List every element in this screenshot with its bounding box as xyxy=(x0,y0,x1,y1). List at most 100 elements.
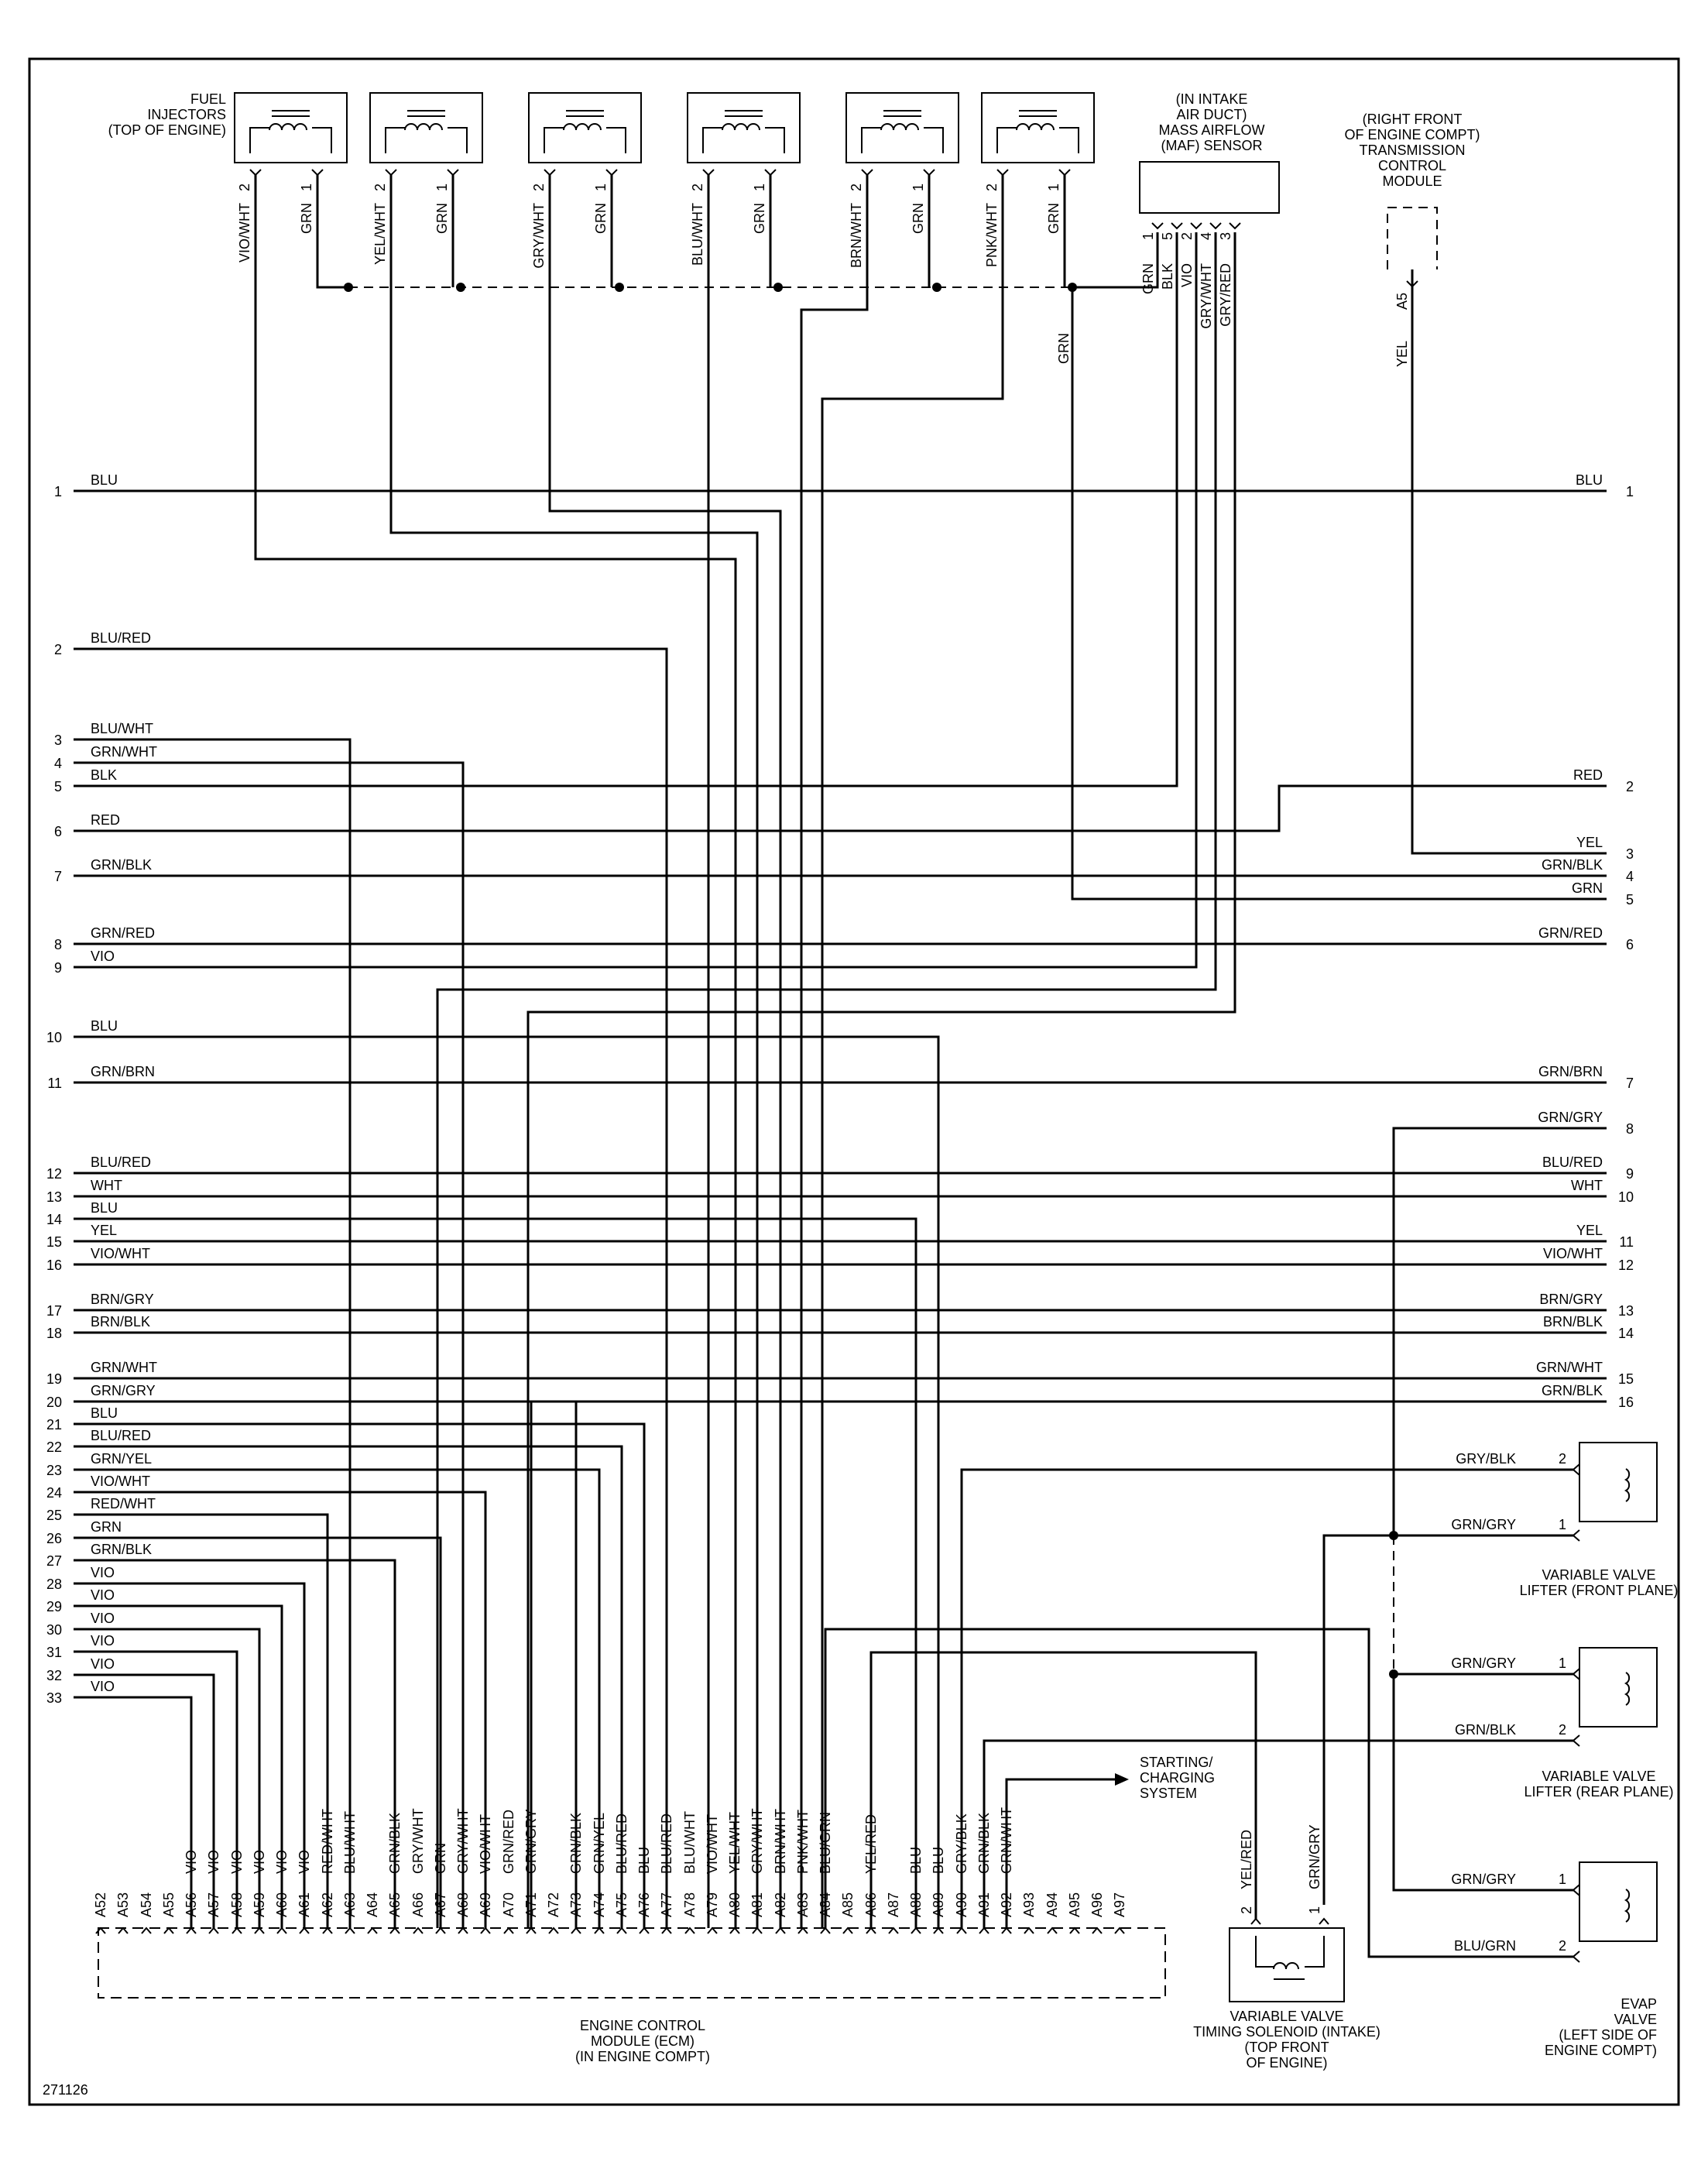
ecm-pin-number: A64 xyxy=(365,1892,380,1917)
splice-dot xyxy=(932,283,941,292)
left-row-number: 23 xyxy=(46,1463,62,1478)
left-row-wire-label: VIO xyxy=(91,1611,115,1626)
terminal xyxy=(254,1927,265,1934)
maf-sensor-label: MASS AIRFLOW xyxy=(1158,122,1264,138)
terminal xyxy=(1001,1927,1012,1934)
injector-pin-number: 2 xyxy=(237,184,252,191)
left-row-number: 16 xyxy=(46,1257,62,1273)
splice-dot xyxy=(773,283,783,292)
injector-wire-label: GRN xyxy=(299,203,314,234)
ecm-pin-number: A67 xyxy=(433,1892,448,1917)
terminal xyxy=(1572,1734,1580,1747)
left-row-number: 10 xyxy=(46,1030,62,1045)
terminal xyxy=(956,1927,967,1934)
component-shapes xyxy=(98,161,1438,1999)
splice-dot xyxy=(1389,1531,1398,1540)
injector-pin-number: 2 xyxy=(372,184,388,191)
right-row-number: 9 xyxy=(1626,1166,1634,1182)
terminal xyxy=(458,1927,468,1934)
maf-blk-wire xyxy=(74,232,1178,787)
grn-wire xyxy=(1072,232,1159,289)
ecm-wire-label: GRY/WHT xyxy=(749,1808,765,1874)
maf-wire-label: VIO xyxy=(1179,263,1195,287)
terminal xyxy=(764,169,777,177)
vvl-front-gry-blk-wire xyxy=(960,1468,1573,1928)
terminal xyxy=(911,1927,921,1934)
tcm-wire-label: YEL xyxy=(1394,341,1410,367)
ecm-pin-number: A73 xyxy=(568,1892,584,1917)
left-row-number: 21 xyxy=(46,1417,62,1432)
ecm-pin-number: A54 xyxy=(139,1892,154,1917)
ecm-pin-number: A62 xyxy=(320,1892,335,1917)
terminal xyxy=(702,169,715,177)
terminal xyxy=(232,1927,242,1934)
ecm-pin-number: A93 xyxy=(1021,1892,1037,1917)
injector-lead xyxy=(702,127,722,153)
terminal xyxy=(1058,169,1071,177)
right-row-wire-label: BLU/RED xyxy=(1542,1155,1603,1170)
ecm-pin-number: A91 xyxy=(976,1892,992,1917)
terminal xyxy=(605,169,618,177)
splice-dot xyxy=(456,283,465,292)
coil-symbol xyxy=(269,123,307,131)
injector-wire-label: BRN/WHT xyxy=(849,203,864,268)
left-row-number: 20 xyxy=(46,1395,62,1410)
injector-pin-number: 1 xyxy=(299,184,314,191)
left-row-number: 30 xyxy=(46,1622,62,1638)
evap-pin-number: 1 xyxy=(1559,1872,1566,1887)
injector-pin-number: 1 xyxy=(752,184,767,191)
left-row-number: 12 xyxy=(46,1166,62,1182)
vvl-rear-label: LIFTER (REAR PLANE) xyxy=(1524,1784,1673,1800)
terminal xyxy=(775,1927,786,1934)
coil-symbol xyxy=(1624,1468,1631,1502)
right-row-number: 2 xyxy=(1626,779,1634,794)
tcm-pin-number: A5 xyxy=(1394,293,1410,310)
ecm-pin-number: A53 xyxy=(115,1892,131,1917)
injector-pin-number: 1 xyxy=(1046,184,1061,191)
ecm-wire-label: BLU/WHT xyxy=(342,1811,358,1874)
grn-gry-wire xyxy=(1392,1127,1607,1535)
ecm-wire-label: YEL/RED xyxy=(863,1814,879,1874)
vvt-pin-number: 1 xyxy=(1307,1906,1322,1914)
injector-lead xyxy=(448,127,468,153)
ecm-drop-wire xyxy=(74,1536,442,1928)
right-row-wire-label: WHT xyxy=(1571,1178,1603,1193)
terminal xyxy=(163,1927,174,1934)
terminal xyxy=(1190,222,1202,230)
right-row-wire-label: BLU xyxy=(1576,472,1603,488)
ecm-pin-number: A77 xyxy=(659,1892,674,1917)
left-row-wire-label: RED/WHT xyxy=(91,1496,156,1511)
injector-pin-number: 1 xyxy=(593,184,609,191)
terminal xyxy=(888,1927,899,1934)
terminal xyxy=(1024,1927,1034,1934)
left-row-wire-label: BRN/GRY xyxy=(91,1292,154,1307)
harness-wire xyxy=(74,784,1607,832)
grn-wire-label: GRN xyxy=(1056,333,1072,364)
vvl-rear-label: VARIABLE VALVE xyxy=(1542,1769,1655,1784)
vvl-rear-connector xyxy=(1579,1647,1658,1728)
vvl-rear-wire-label: GRN/GRY xyxy=(1451,1655,1516,1671)
terminal xyxy=(1572,1951,1580,1963)
left-row-number: 18 xyxy=(46,1326,62,1341)
left-row-number: 32 xyxy=(46,1668,62,1683)
left-row-wire-label: VIO xyxy=(91,1587,115,1603)
left-row-number: 11 xyxy=(47,1076,62,1091)
vvt-pin-number: 2 xyxy=(1239,1906,1254,1914)
injector-wire-yel-wht xyxy=(389,175,759,1928)
injector-wire-label: GRN xyxy=(911,203,926,234)
wire-paths xyxy=(74,175,1607,1958)
terminal xyxy=(385,169,397,177)
right-row-wire-label: YEL xyxy=(1576,835,1603,850)
left-row-number: 22 xyxy=(46,1439,62,1455)
terminal xyxy=(1406,280,1418,288)
terminal xyxy=(752,1927,763,1934)
ecm-pin-number: A94 xyxy=(1044,1892,1060,1917)
ecm-pin-number: A96 xyxy=(1089,1892,1105,1917)
terminal xyxy=(594,1927,605,1934)
right-row-wire-label: GRN/RED xyxy=(1538,925,1603,941)
ecm-drop-wire xyxy=(74,738,352,1928)
ecm-wire-label: GRN/BLK xyxy=(387,1813,403,1874)
ecm-wire-label: RED/WHT xyxy=(320,1809,335,1874)
ecm-wire-label: VIO xyxy=(206,1850,221,1874)
ecm-pin-number: A63 xyxy=(342,1892,358,1917)
